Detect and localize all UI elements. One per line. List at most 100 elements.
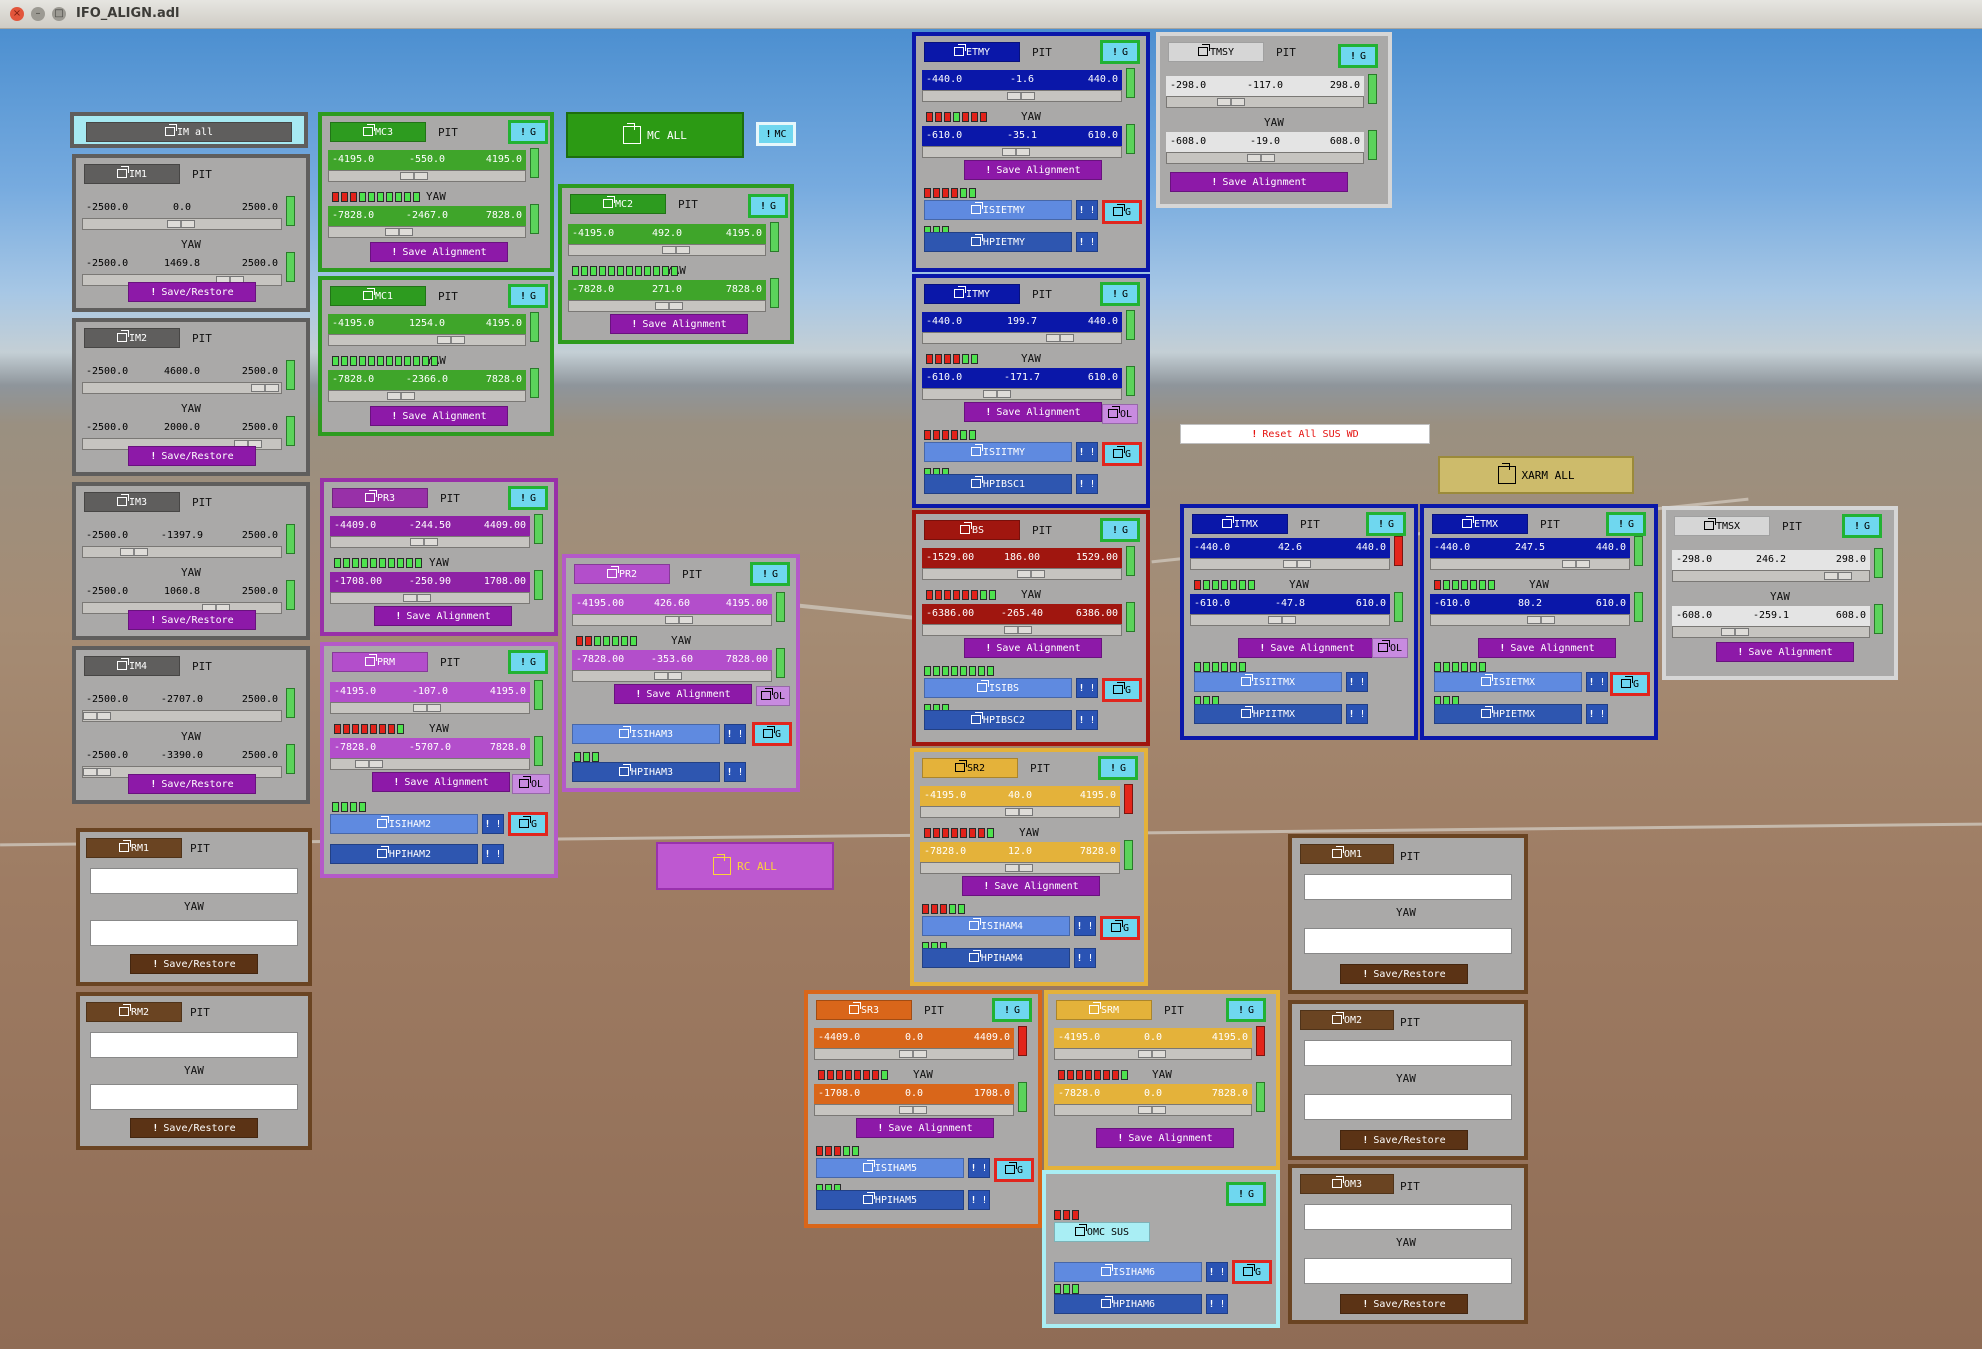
save-restore-button[interactable]: !Save/Restore (1340, 964, 1468, 984)
yaw-slider-knob[interactable] (983, 390, 1011, 398)
hpi-command-button[interactable]: !! (1076, 232, 1098, 252)
yaw-value-field[interactable] (1304, 928, 1512, 954)
pr3-display-button[interactable]: PR3 (332, 488, 428, 508)
pit-slider[interactable] (922, 90, 1122, 102)
close-window-button[interactable]: × (10, 7, 24, 21)
yaw-value-field[interactable] (1304, 1094, 1512, 1120)
yaw-slider[interactable] (330, 592, 530, 604)
save-restore-button[interactable]: !Save/Restore (128, 282, 256, 302)
optical-lever-button[interactable]: OL (756, 686, 790, 706)
save-alignment-button[interactable]: !Save Alignment (1716, 642, 1854, 662)
mc3-display-button[interactable]: MC3 (330, 122, 426, 142)
save-alignment-button[interactable]: !Save Alignment (964, 160, 1102, 180)
pr2-display-button[interactable]: PR2 (574, 564, 670, 584)
omc-sus-display-button[interactable]: OMC SUS (1054, 1222, 1150, 1242)
minimize-window-button[interactable]: – (31, 7, 45, 21)
pit-slider-knob[interactable] (1138, 1050, 1166, 1058)
hpi_etmx-button[interactable]: HPIETMX (1434, 704, 1582, 724)
guardian-button[interactable]: !G (1098, 756, 1138, 780)
pit-slider[interactable] (82, 710, 282, 722)
mc1-display-button[interactable]: MC1 (330, 286, 426, 306)
guardian-button[interactable]: !G (508, 650, 548, 674)
save-restore-button[interactable]: !Save/Restore (128, 446, 256, 466)
pit-slider[interactable] (82, 382, 282, 394)
sr2-display-button[interactable]: SR2 (922, 758, 1018, 778)
yaw-slider-knob[interactable] (83, 768, 111, 776)
guardian-button[interactable]: G (1102, 678, 1142, 702)
om3-display-button[interactable]: OM3 (1300, 1174, 1394, 1194)
itmy-button[interactable]: ISIITMY (924, 442, 1072, 462)
isi-command-button[interactable]: !! (1346, 672, 1368, 692)
yaw-slider-knob[interactable] (654, 672, 682, 680)
guardian-button[interactable]: !G (1606, 512, 1646, 536)
pit-slider[interactable] (920, 806, 1120, 818)
guardian-button[interactable]: !G (1100, 282, 1140, 306)
save-alignment-button[interactable]: !Save Alignment (370, 406, 508, 426)
rm2-display-button[interactable]: RM2 (86, 1002, 182, 1022)
itmx-button[interactable]: ISIITMX (1194, 672, 1342, 692)
pit-slider[interactable] (330, 702, 530, 714)
guardian-button[interactable]: !G (508, 120, 548, 144)
yaw-slider-knob[interactable] (385, 228, 413, 236)
pit-slider-knob[interactable] (410, 538, 438, 546)
pit-slider-knob[interactable] (1562, 560, 1590, 568)
guardian-button[interactable]: G (1100, 916, 1140, 940)
guardian-button[interactable]: !G (1338, 44, 1378, 68)
guardian-button[interactable]: !G (1366, 512, 1406, 536)
save-alignment-button[interactable]: !Save Alignment (370, 242, 508, 262)
pit-value-field[interactable] (90, 868, 298, 894)
yaw-slider-knob[interactable] (387, 392, 415, 400)
hpi-command-button[interactable]: !! (1076, 474, 1098, 494)
pit-slider-knob[interactable] (167, 220, 195, 228)
pit-slider[interactable] (568, 244, 766, 256)
yaw-slider-knob[interactable] (899, 1106, 927, 1114)
yaw-slider-knob[interactable] (355, 760, 383, 768)
hpi-command-button[interactable]: !! (1346, 704, 1368, 724)
guardian-button[interactable]: !G (508, 486, 548, 510)
hpi-command-button[interactable]: !! (1586, 704, 1608, 724)
isiham6-command-button[interactable]: !! (1206, 1262, 1228, 1282)
pit-slider-knob[interactable] (120, 548, 148, 556)
save-alignment-button[interactable]: !Save Alignment (1478, 638, 1616, 658)
hpi_ham5-button[interactable]: HPIHAM5 (816, 1190, 964, 1210)
pit-slider[interactable] (1054, 1048, 1252, 1060)
yaw-slider-knob[interactable] (403, 594, 431, 602)
hpiham2-command-button[interactable]: !! (482, 844, 504, 864)
yaw-slider-knob[interactable] (1527, 616, 1555, 624)
hpi-command-button[interactable]: !! (1076, 710, 1098, 730)
pit-slider-knob[interactable] (1824, 572, 1852, 580)
pit-slider-knob[interactable] (413, 704, 441, 712)
yaw-slider[interactable] (1430, 614, 1630, 626)
pit-slider-knob[interactable] (251, 384, 279, 392)
hpi_etmy-button[interactable]: HPIETMY (924, 232, 1072, 252)
pit-slider-knob[interactable] (1217, 98, 1245, 106)
isiham2-button[interactable]: ISIHAM2 (330, 814, 478, 834)
isi-command-button[interactable]: !! (1586, 672, 1608, 692)
om1-display-button[interactable]: OM1 (1300, 844, 1394, 864)
guardian-button[interactable]: G (1102, 442, 1142, 466)
yaw-slider[interactable] (330, 758, 530, 770)
pit-slider[interactable] (814, 1048, 1014, 1060)
hpiham6-button[interactable]: HPIHAM6 (1054, 1294, 1202, 1314)
pit-value-field[interactable] (1304, 1040, 1512, 1066)
guardian-button[interactable]: !G (508, 284, 548, 308)
guardian-button[interactable]: !G (750, 562, 790, 586)
yaw-slider[interactable] (328, 390, 526, 402)
guardian-button[interactable]: !G (1226, 1182, 1266, 1206)
guardian-button[interactable]: !G (1100, 40, 1140, 64)
pit-slider[interactable] (82, 218, 282, 230)
rc-all-button[interactable]: RC ALL (656, 842, 834, 890)
isi-command-button[interactable]: !! (1074, 916, 1096, 936)
yaw-slider[interactable] (922, 624, 1122, 636)
hpi-command-button[interactable]: !! (968, 1190, 990, 1210)
mc-all-button[interactable]: MC ALL (566, 112, 744, 158)
guardian-button[interactable]: G (994, 1158, 1034, 1182)
isi-command-button[interactable]: !! (1076, 442, 1098, 462)
yaw-slider[interactable] (328, 226, 526, 238)
xarm-all-button[interactable]: XARM ALL (1438, 456, 1634, 494)
yaw-slider[interactable] (920, 862, 1120, 874)
save-restore-button[interactable]: !Save/Restore (130, 954, 258, 974)
save-alignment-button[interactable]: !Save Alignment (856, 1118, 994, 1138)
pit-slider[interactable] (328, 170, 526, 182)
save-restore-button[interactable]: !Save/Restore (1340, 1294, 1468, 1314)
